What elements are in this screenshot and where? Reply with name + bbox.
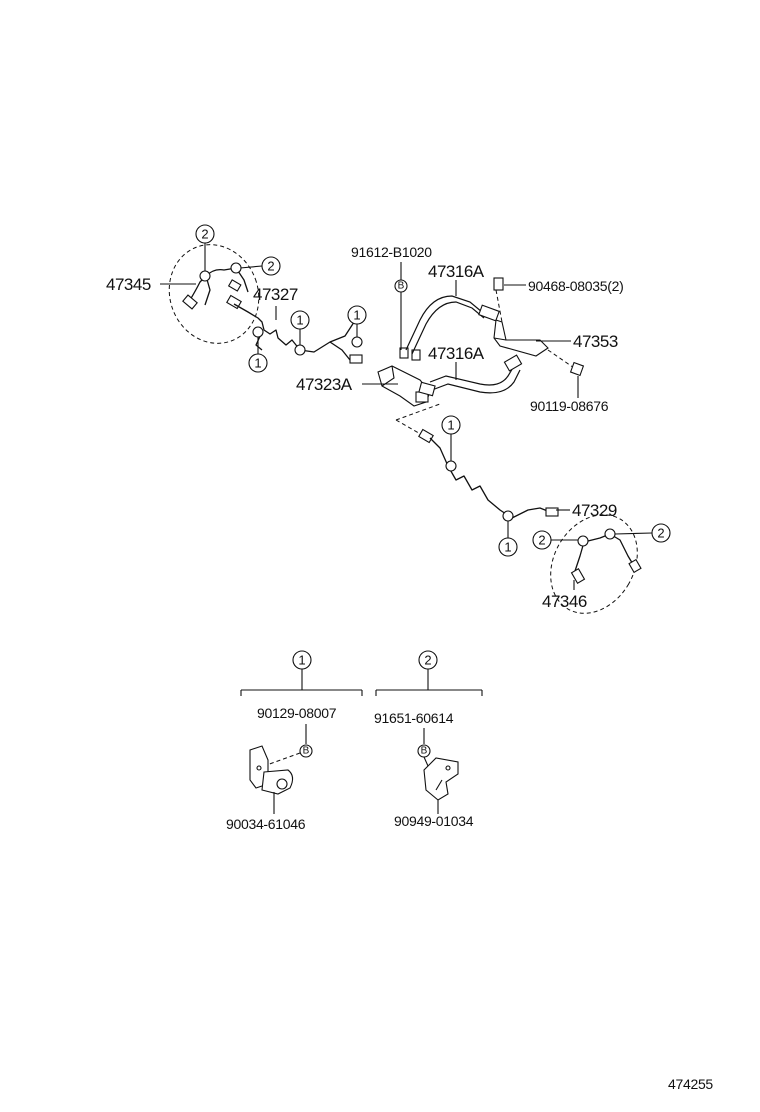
label-47327: 47327 (253, 285, 298, 304)
ref-one: 1 (504, 540, 511, 555)
ref-one: 1 (254, 356, 261, 371)
label-47323a: 47323A (296, 375, 353, 394)
label-90949-01034: 90949-01034 (394, 813, 474, 829)
junction-block-47323a (377, 347, 431, 407)
ref-two: 2 (657, 526, 664, 541)
detail-2-marker: 2 (424, 653, 431, 668)
bracket-47353 (493, 277, 585, 377)
label-91612-b1020: 91612-B1020 (351, 244, 432, 260)
label-91651-60614: 91651-60614 (374, 710, 454, 726)
ref-b: B (303, 746, 310, 757)
label-47353: 47353 (573, 332, 618, 351)
label-90034-61046: 90034-61046 (226, 816, 306, 832)
ref-two: 2 (538, 533, 545, 548)
flexible-hoses (405, 295, 523, 397)
ref-markers: 2 2 1 1 1 B 1 1 2 (195, 224, 671, 557)
part-labels: 47345 47327 91612-B1020 47316A 90468-080… (106, 244, 624, 611)
ref-two: 2 (267, 259, 274, 274)
detail-1-clamp-kit: 1 90129-08007 B 90034-61046 (226, 650, 363, 832)
label-90468-08035: 90468-08035(2) (528, 278, 623, 294)
diagram-code: 474255 (668, 1076, 713, 1092)
ref-one: 1 (353, 308, 360, 323)
ref-one: 1 (447, 418, 454, 433)
rear-tube-assembly (418, 428, 642, 614)
label-47316a-upper: 47316A (428, 262, 485, 281)
label-90119-08676: 90119-08676 (530, 398, 609, 414)
label-90129-08007: 90129-08007 (257, 705, 337, 721)
ref-one: 1 (296, 313, 303, 328)
detail-1-marker: 1 (298, 653, 305, 668)
detail-2-clamp-kit: 2 91651-60614 B 90949-01034 (374, 650, 483, 829)
ref-b: B (421, 746, 428, 757)
label-47329: 47329 (572, 501, 617, 520)
label-47345: 47345 (106, 275, 151, 294)
ref-b: B (398, 281, 405, 292)
label-47346: 47346 (542, 592, 587, 611)
ref-two: 2 (201, 227, 208, 242)
label-47316a-lower: 47316A (428, 344, 485, 363)
